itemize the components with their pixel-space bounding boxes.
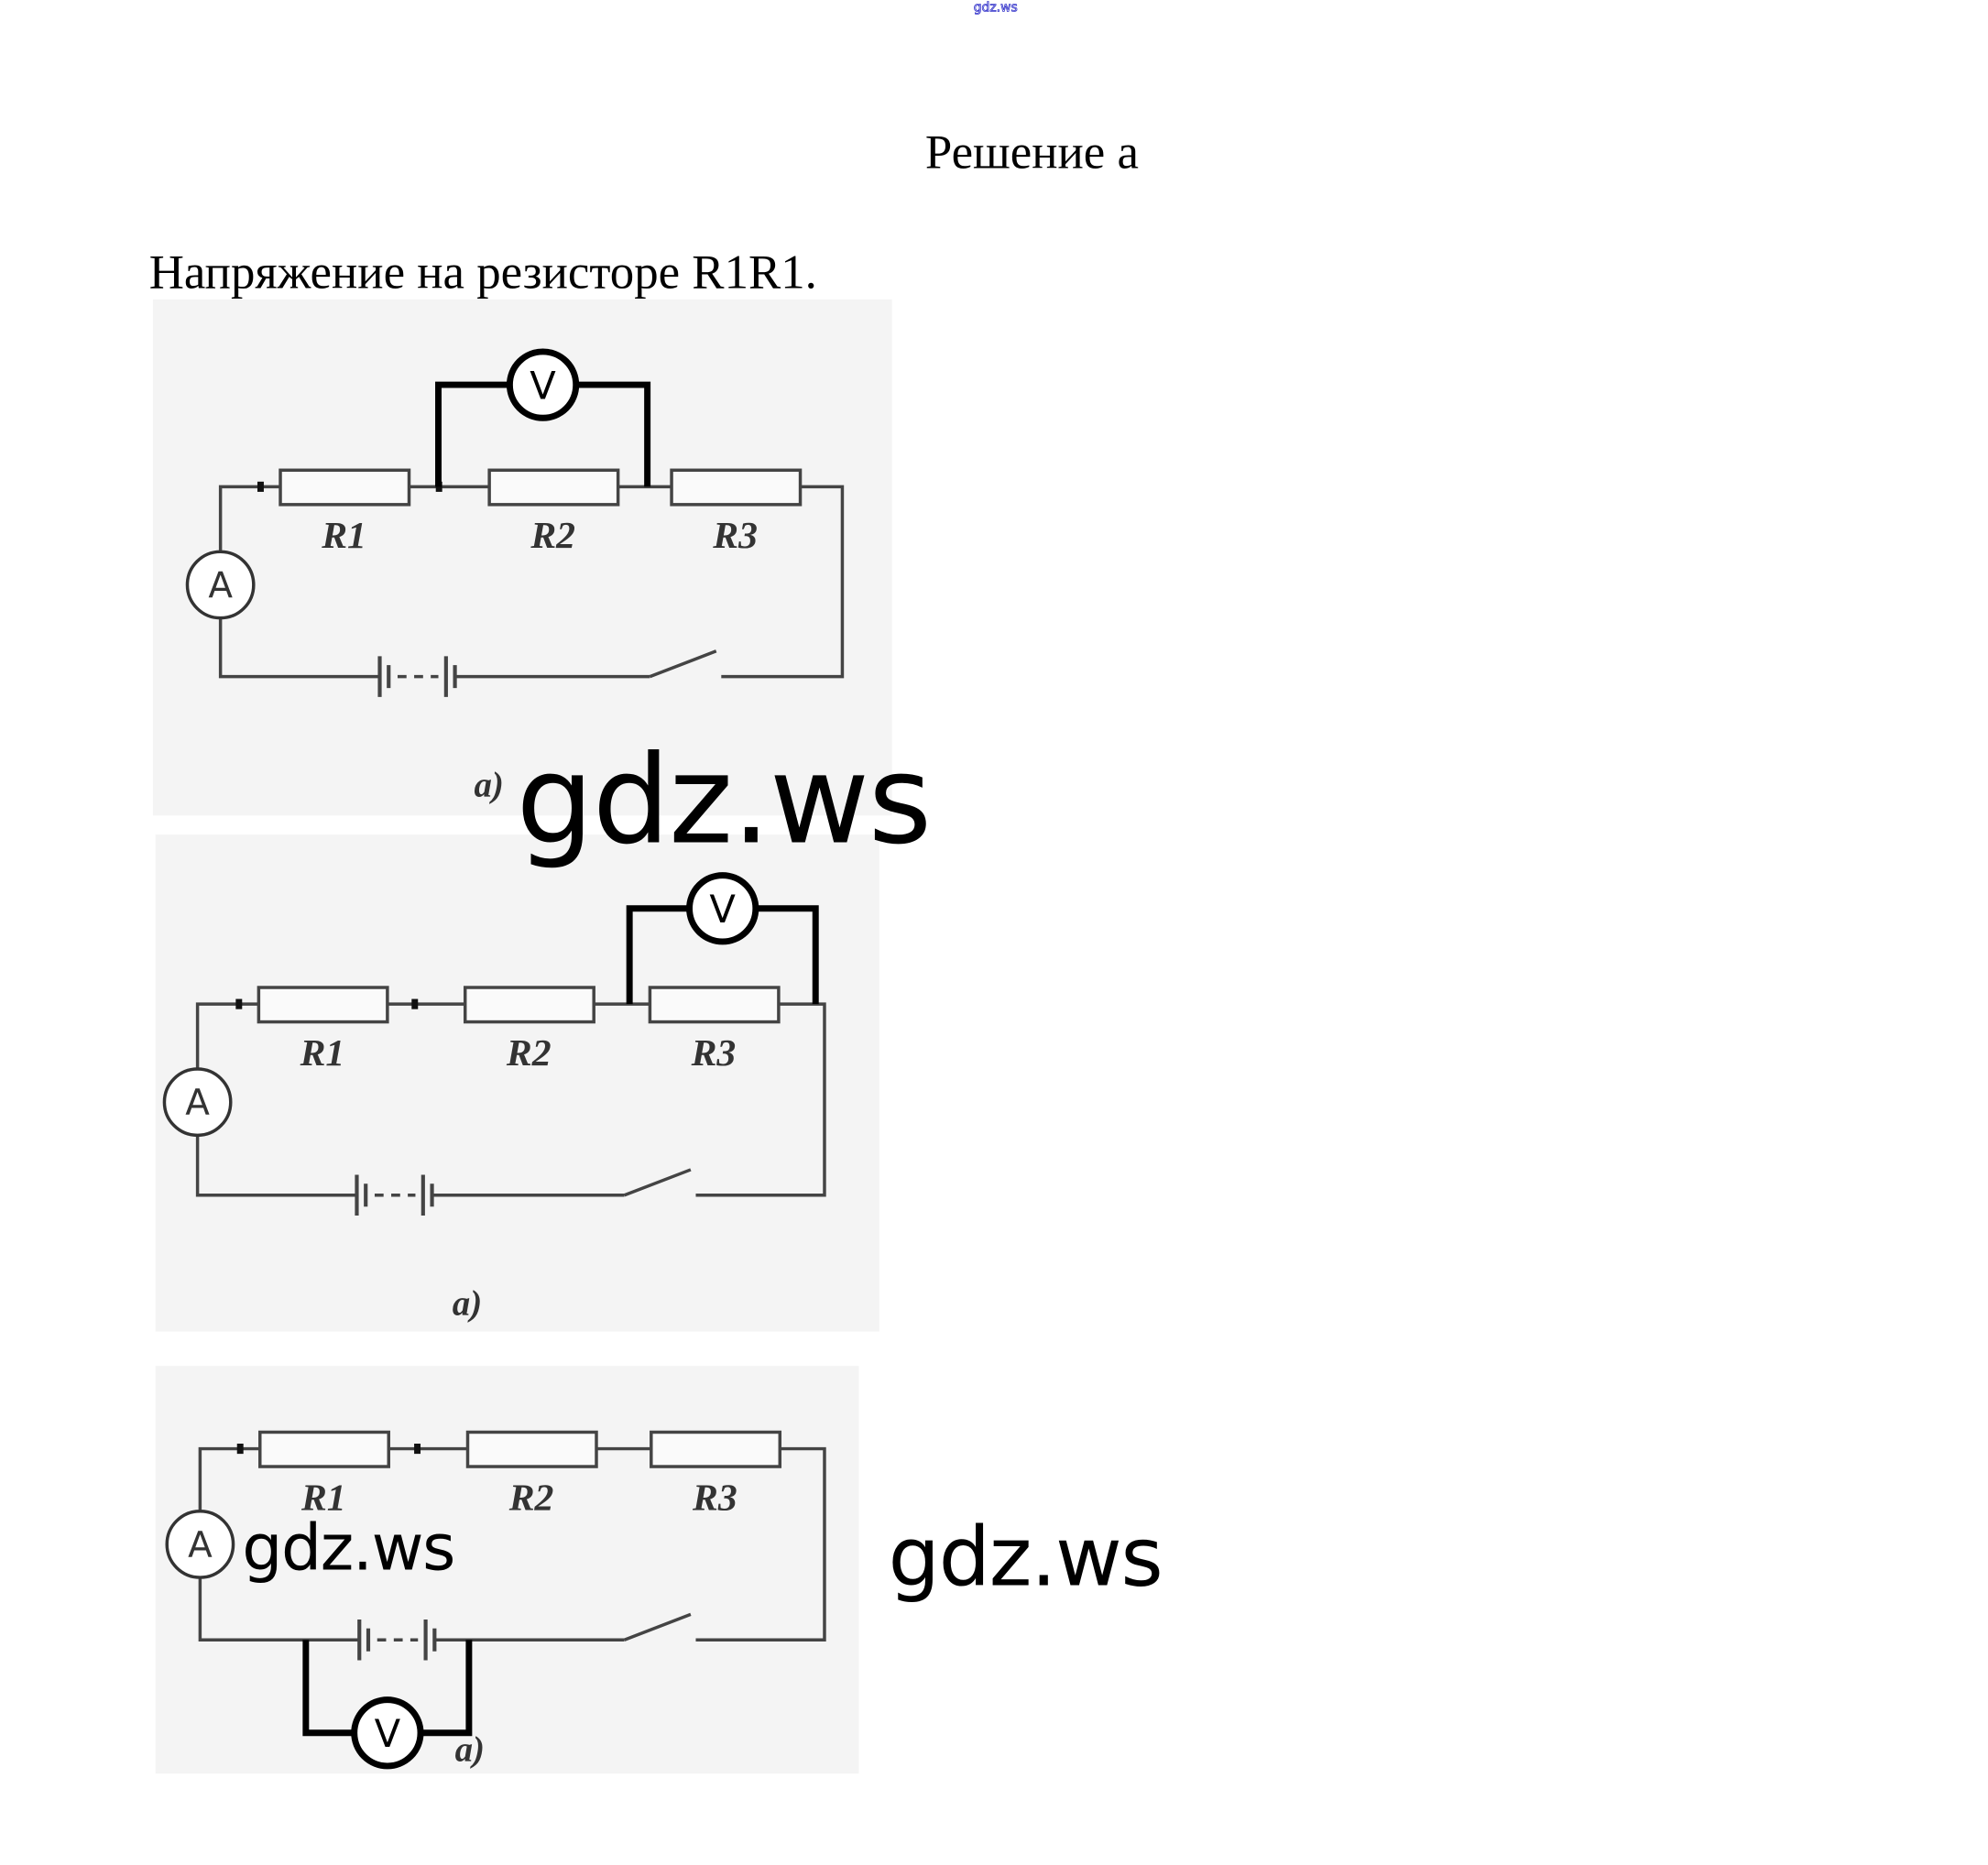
resistor-r1 <box>257 986 389 1024</box>
wire <box>195 1002 826 1197</box>
junction-dot <box>257 481 264 492</box>
junction-dot <box>435 481 442 492</box>
junction-dot <box>414 1444 421 1455</box>
wire <box>218 485 845 679</box>
ammeter-icon <box>165 1509 235 1579</box>
top-watermark: gdz.ws <box>973 1 1018 16</box>
junction-dot <box>236 1444 244 1455</box>
switch <box>623 1612 692 1641</box>
subtitle: Напряжение на резисторе R1R1. <box>148 245 817 300</box>
figure-background <box>155 834 879 1332</box>
resistor-r1 <box>279 468 411 507</box>
junction-dot <box>235 998 243 1009</box>
resistor-r3 <box>650 1430 782 1468</box>
resistor-label: R1 <box>300 1477 346 1519</box>
voltmeter-label: V <box>375 1711 401 1756</box>
resistor-label: R2 <box>530 515 575 557</box>
figure-caption: a) <box>455 1729 485 1769</box>
heading: Решение а <box>924 125 1139 180</box>
wire <box>198 1446 826 1641</box>
ammeter-icon <box>162 1067 233 1138</box>
resistor-label: R3 <box>691 1032 737 1074</box>
figure-caption: a) <box>474 765 503 804</box>
ammeter-label: A <box>208 565 233 606</box>
watermark-small: gdz.ws <box>242 1511 455 1586</box>
resistor-label: R1 <box>321 515 366 557</box>
circuit-1: R1 R2 R3A Va) <box>152 299 892 816</box>
voltmeter-icon <box>506 348 580 421</box>
resistor-r3 <box>670 468 803 507</box>
resistor-label: R3 <box>712 515 758 557</box>
resistor-r3 <box>648 986 781 1024</box>
ammeter-label: A <box>188 1525 213 1566</box>
voltmeter-label: V <box>709 887 736 932</box>
resistor-label: R2 <box>506 1032 552 1074</box>
ammeter-label: A <box>185 1083 210 1124</box>
junction-dot <box>411 998 419 1009</box>
switch <box>649 649 717 679</box>
wire <box>195 1136 357 1197</box>
figure-caption: a) <box>453 1284 482 1324</box>
circuit-2: R1 R2 R3A Va) <box>155 834 879 1332</box>
watermark-large: gdz.ws <box>516 728 932 872</box>
resistor-label: R2 <box>508 1477 554 1519</box>
voltmeter-label: V <box>530 363 556 408</box>
switch <box>623 1168 692 1197</box>
resistor-label: R3 <box>692 1477 737 1519</box>
watermark-medium: gdz.ws <box>888 1511 1163 1606</box>
wire <box>218 619 380 679</box>
resistor-label: R1 <box>300 1032 345 1074</box>
ammeter-icon <box>185 550 256 620</box>
resistor-r2 <box>463 986 595 1024</box>
resistor-r1 <box>258 1430 390 1468</box>
voltmeter-icon <box>686 872 759 945</box>
resistor-r2 <box>465 1430 598 1468</box>
voltmeter-icon <box>351 1696 424 1770</box>
resistor-r2 <box>487 468 620 507</box>
